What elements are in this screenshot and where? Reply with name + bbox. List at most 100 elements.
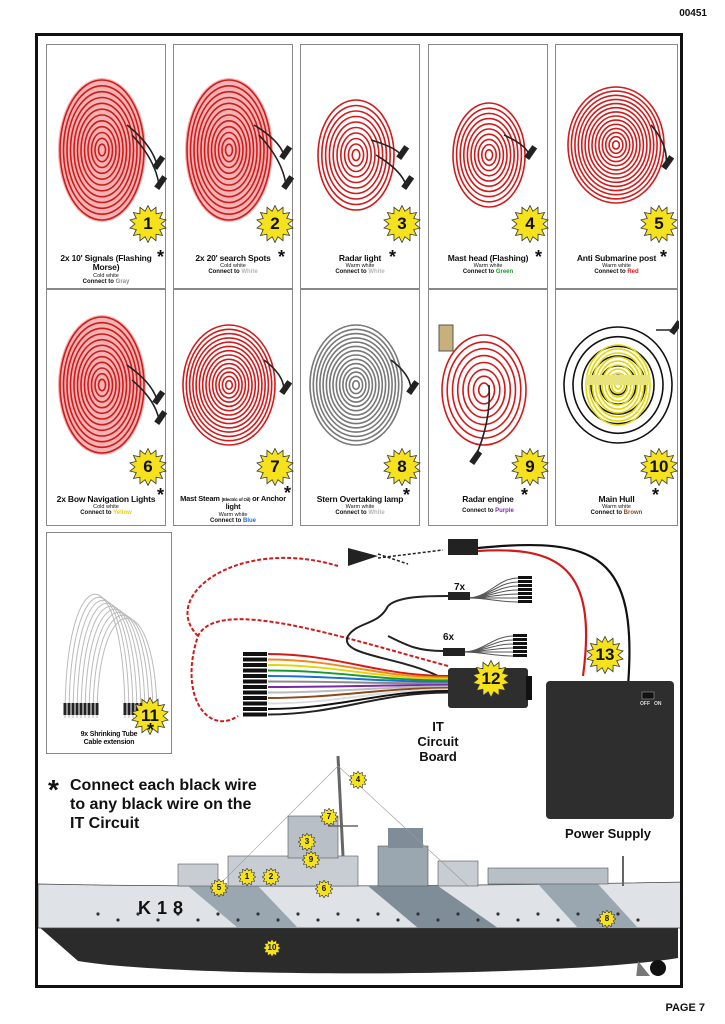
document-code: 00451: [679, 8, 707, 19]
card-caption: 2x 10' Signals (Flashing Morse) Cold whi…: [49, 253, 163, 285]
number-badge: 5: [640, 205, 678, 243]
marker-number: 6: [321, 884, 327, 893]
badge-number: 6: [143, 457, 153, 476]
group-7x-label: 7x: [454, 582, 466, 593]
asterisk-mark: *: [157, 247, 165, 267]
marker-star-icon: [262, 938, 282, 958]
badge-number: 3: [397, 214, 407, 233]
number-badge: 3: [383, 205, 421, 243]
card-connect: Connect to Brown: [590, 510, 643, 517]
power-number-badge: 13: [586, 636, 624, 674]
badge-number: 12: [481, 669, 501, 688]
marker-number: 1: [244, 872, 250, 881]
badge-number: 1: [143, 214, 153, 233]
card-title: 2x Bow Navigation Lights: [56, 494, 156, 504]
badge-star-icon: [383, 205, 421, 243]
marker-star-icon: [237, 867, 257, 887]
marker-number: 10: [267, 943, 277, 952]
wire-color-word: White: [368, 510, 385, 517]
card-connect: Connect to Green: [462, 269, 514, 276]
coil-illustration: [309, 324, 420, 446]
ship-marker-10: 10: [262, 938, 282, 958]
coil-illustration: [58, 315, 167, 455]
marker-number: 8: [604, 914, 610, 923]
asterisk-mark: *: [157, 485, 165, 505]
number-badge: 4: [511, 205, 549, 243]
badge-number: 10: [649, 457, 669, 476]
badge-number: 4: [525, 214, 535, 233]
card-4: 4 Mast head (Flashing) Warm white Connec…: [428, 44, 549, 289]
ship-marker-9: 9: [301, 850, 321, 870]
coil-illustration: [452, 102, 538, 208]
number-badge: 6: [129, 448, 167, 486]
card-warmth: Warm white: [602, 263, 631, 270]
card-caption: 9x Shrinking Tube Cable extension: [49, 731, 169, 746]
marker-star-icon: [261, 867, 281, 887]
wire-color-word: Red: [627, 269, 639, 276]
switch-on-label: ON: [654, 701, 662, 707]
marker-star-icon: [209, 878, 229, 898]
card-warmth: Cold white: [93, 504, 119, 511]
note-asterisk: *: [48, 774, 59, 805]
circuit-board-label: IT Circuit Board: [417, 719, 459, 764]
badge-number: 8: [397, 457, 407, 476]
badge-star-icon: [131, 697, 169, 735]
badge-star-icon: [640, 205, 678, 243]
card-connect: Connect to Blue: [209, 517, 257, 524]
asterisk-mark: *: [403, 485, 411, 505]
ship-marker-2: 2: [261, 867, 281, 887]
ship-illustration: [38, 755, 680, 976]
wire-color-word: Blue: [243, 517, 257, 524]
card-6: 6 2x Bow Navigation Lights Cold white Co…: [46, 289, 167, 526]
number-badge: 7: [256, 448, 294, 486]
instruction-frame: 1 2x 10' Signals (Flashing Morse) Cold w…: [35, 33, 683, 988]
page-number: PAGE 7: [665, 1002, 705, 1014]
card-warmth: Warm white: [345, 504, 375, 511]
marker-number: 7: [326, 812, 332, 821]
wire-color-word: Brown: [623, 510, 643, 517]
number-badge: 11: [131, 697, 169, 735]
card-caption: Stern Overtaking lamp Warm white Connect…: [303, 494, 417, 517]
cable-title: 9x Shrinking Tube: [80, 731, 138, 738]
marker-number: 4: [355, 775, 361, 784]
card-caption: 2x Bow Navigation Lights Cold white Conn…: [49, 494, 163, 517]
wire-color-word: White: [241, 269, 258, 276]
number-badge: 10: [640, 448, 678, 486]
asterisk-mark: *: [147, 720, 155, 740]
badge-star-icon: [640, 448, 678, 486]
card-warmth: Warm white: [218, 511, 248, 518]
card-caption: Anti Submarine post Warm white Connect t…: [558, 253, 675, 276]
card-caption: Mast head (Flashing) Warm white Connect …: [431, 253, 545, 276]
coil-illustration: [58, 78, 167, 222]
coil-illustration: [563, 320, 679, 444]
badge-number: 9: [525, 457, 535, 476]
marker-number: 2: [268, 872, 274, 881]
group-6x-label: 6x: [443, 632, 455, 643]
card-warmth: Warm white: [602, 504, 631, 511]
marker-star-icon: [348, 770, 368, 790]
card-10: 10 Main Hull Warm white Connect to Brown…: [555, 289, 679, 526]
badge-number: 2: [270, 214, 280, 233]
card-9: 9 Radar engine Connect to Purple *: [428, 289, 549, 526]
card-warmth: Warm white: [473, 263, 503, 270]
card-connect: Connect to Purple: [462, 508, 514, 515]
board-number-badge: 12: [472, 660, 510, 698]
card-caption: Mast Steam (Electric of Oil) or Anchor l…: [176, 494, 290, 524]
asterisk-mark: *: [535, 247, 543, 267]
card-11-cable-extension: 11 9x Shrinking Tube Cable extension *: [46, 532, 172, 754]
badge-number: 7: [270, 457, 280, 476]
badge-number: 5: [654, 214, 664, 233]
asterisk-mark: *: [652, 485, 660, 505]
card-connect: Connect to White: [335, 510, 385, 517]
card-title: Anti Submarine post: [576, 253, 657, 263]
black-wire-note: * Connect each black wire to any black w…: [48, 774, 257, 833]
card-8: 8 Stern Overtaking lamp Warm white Conne…: [300, 289, 421, 526]
marker-number: 3: [304, 837, 310, 846]
coil-illustration: [567, 86, 675, 204]
badge-star-icon: [129, 205, 167, 243]
card-5: 5 Anti Submarine post Warm white Connect…: [555, 44, 678, 289]
card-caption: Radar light Warm white Connect to White: [303, 253, 417, 276]
ship-marker-4: 4: [348, 770, 368, 790]
card-3: 3 Radar light Warm white Connect to Whit…: [300, 44, 421, 289]
card-warmth: Warm white: [345, 263, 375, 270]
